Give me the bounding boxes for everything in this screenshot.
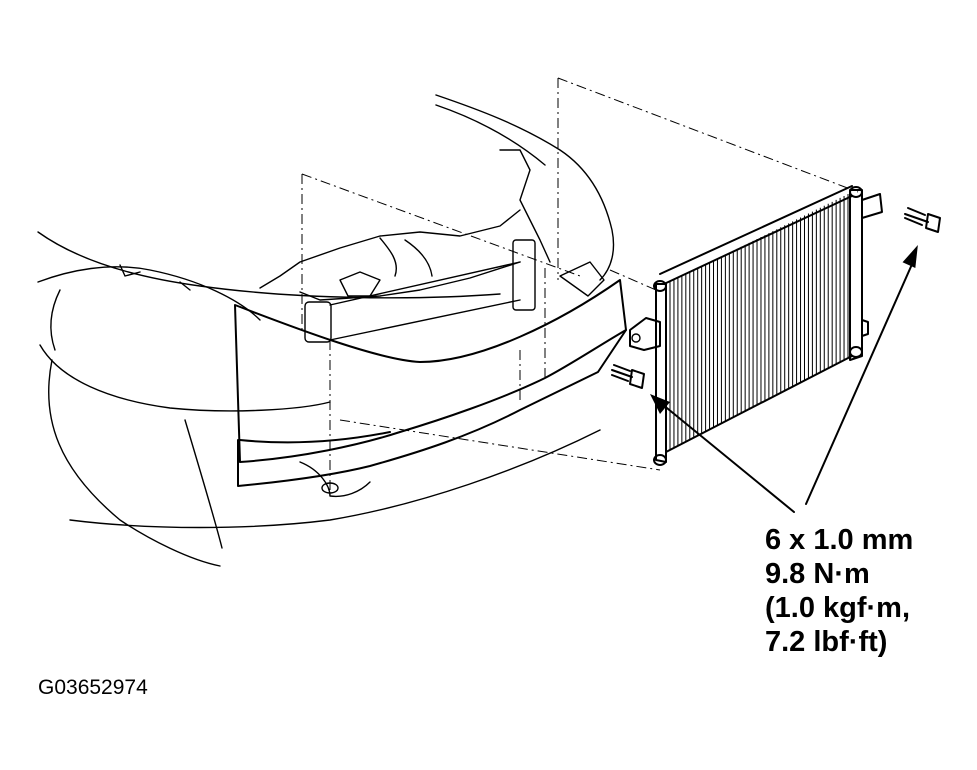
torque-nm-text: 9.8 N·m [765,558,870,590]
condenser-fins [669,194,849,450]
bolt-size-text: 6 x 1.0 mm [765,524,914,556]
condenser [629,185,883,466]
alignment-guides [301,77,859,490]
torque-lbfft-text: 7.2 lbf·ft) [765,626,888,658]
callout-leaders [650,245,918,513]
torque-kgfm-text: (1.0 kgf·m, [765,592,911,624]
bolt-left [611,364,645,389]
bolt-right [904,207,941,233]
vehicle-body [37,94,615,567]
torque-spec-callout: 6 x 1.0 mm 9.8 N·m (1.0 kgf·m, 7.2 lbf·f… [765,523,913,659]
engine-bay [119,149,551,343]
bumper-beam [234,261,627,498]
figure-id: G03652974 [38,676,148,699]
